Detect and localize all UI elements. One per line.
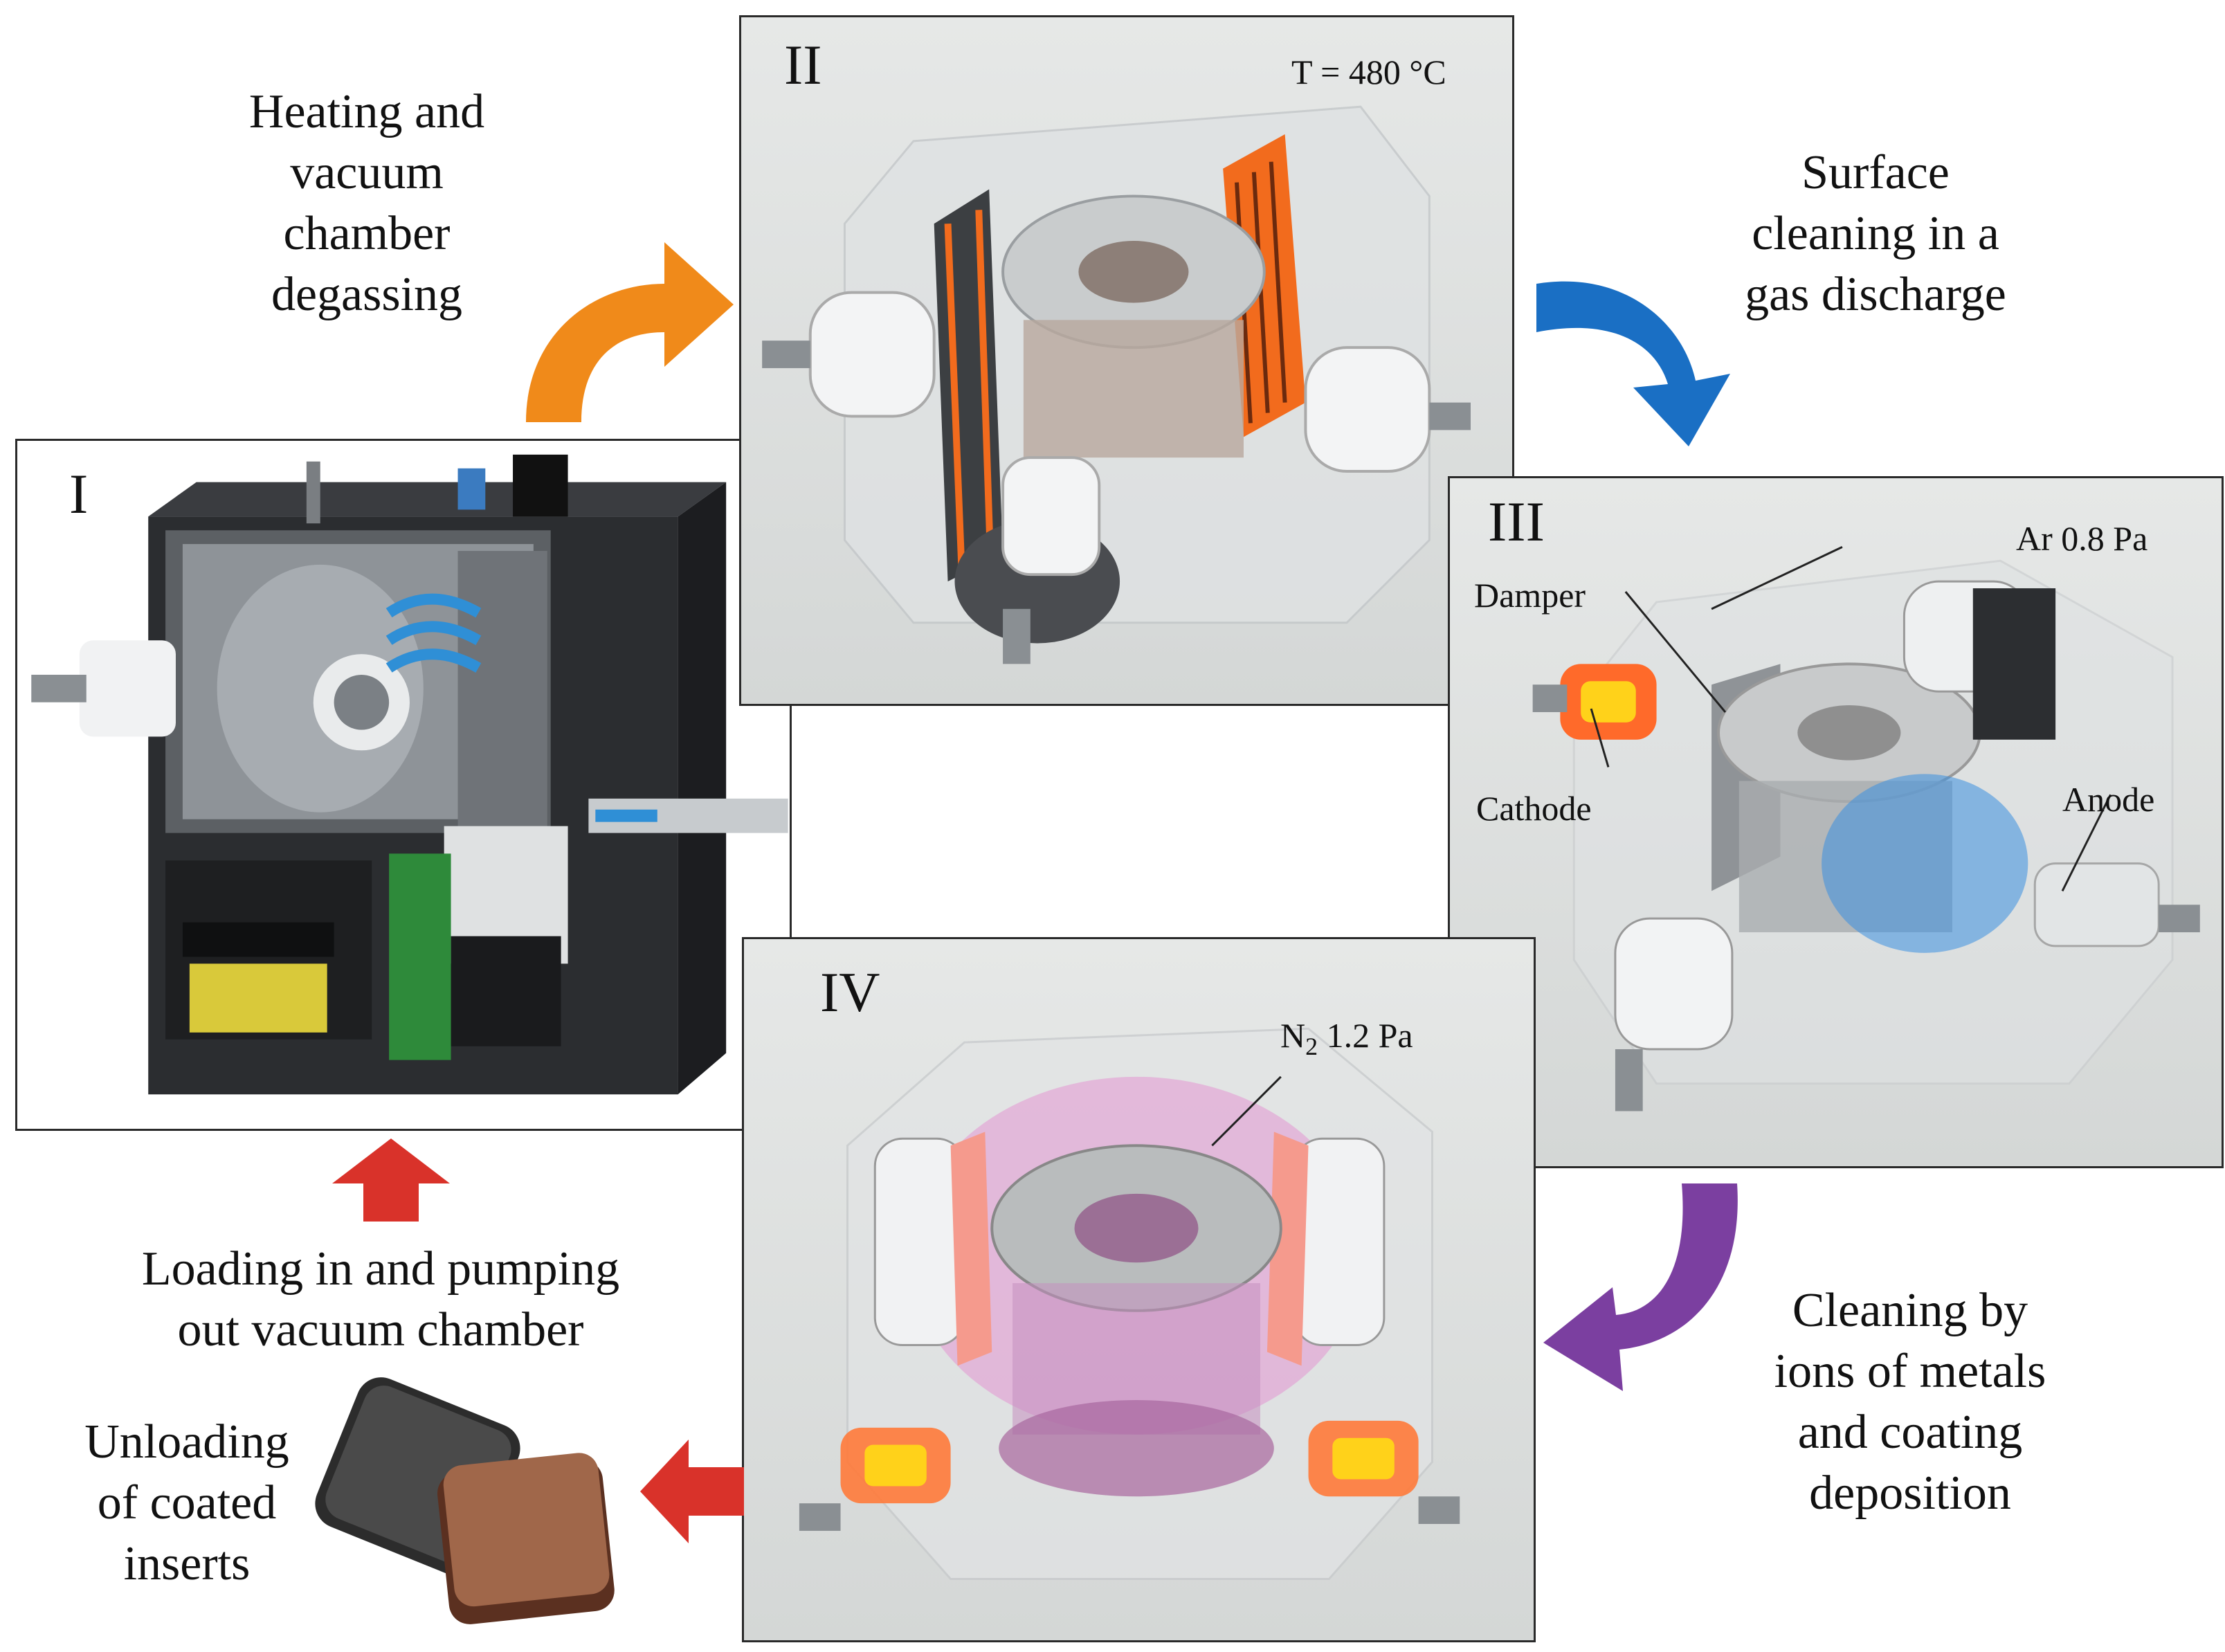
vacuum-unit-illustration	[31, 454, 788, 1095]
arrow-cleaning-deposition	[1529, 1177, 1744, 1398]
cathode-label: Cathode	[1476, 789, 1592, 828]
damper-label: Damper	[1474, 576, 1586, 615]
arrow-heating	[512, 228, 741, 429]
caption-line: Heating and	[248, 85, 485, 138]
arrow-surface-cleaning	[1529, 228, 1737, 450]
nitrogen-symbol: N	[1280, 1016, 1306, 1055]
caption-heating: Heating and vacuum chamber degassing	[215, 82, 519, 325]
stage-numeral: IV	[820, 961, 880, 1024]
caption-unloading: Unloading of coated inserts	[48, 1412, 325, 1595]
gas-discharge-illustration	[1532, 546, 2200, 1111]
caption-line: cleaning in a	[1752, 207, 1999, 260]
temperature-label: T = 480 °C	[1291, 53, 1446, 91]
panel-stage-3: III Ar 0.8 Pa Damper Cathode Anode	[1448, 476, 2224, 1168]
caption-line: out vacuum chamber	[177, 1303, 584, 1356]
caption-line: degassing	[271, 268, 463, 321]
caption-loading: Loading in and pumping out vacuum chambe…	[69, 1239, 692, 1361]
caption-line: of coated	[97, 1476, 277, 1530]
nitrogen-pressure-label: N2 1.2 Pa	[1280, 1015, 1413, 1061]
panel-stage-2: II T = 480 °C	[739, 15, 1514, 706]
panel-stage-1: I	[15, 439, 792, 1131]
heating-chamber-illustration	[762, 105, 1471, 664]
stage-numeral: I	[69, 462, 89, 525]
caption-surface-cleaning: Surface cleaning in a gas discharge	[1682, 143, 2069, 325]
caption-line: Unloading	[84, 1415, 289, 1469]
caption-line: Surface	[1801, 146, 1950, 199]
argon-pressure-label: Ar 0.8 Pa	[2016, 519, 2148, 558]
caption-cleaning-deposition: Cleaning by ions of metals and coating d…	[1702, 1280, 2118, 1524]
caption-line: deposition	[1809, 1467, 2011, 1520]
caption-line: Loading in and pumping	[141, 1242, 620, 1296]
caption-line: inserts	[123, 1537, 251, 1590]
stage-numeral: II	[784, 33, 822, 96]
coating-deposition-illustration	[799, 1027, 1460, 1581]
caption-line: gas discharge	[1745, 268, 2006, 321]
caption-line: chamber	[283, 207, 451, 260]
panel-stage-4: IV N2 1.2 Pa	[742, 937, 1536, 1642]
caption-line: vacuum	[290, 146, 444, 199]
anode-label: Anode	[2062, 780, 2155, 819]
caption-line: Cleaning by	[1792, 1284, 2028, 1337]
nitrogen-subscript: 2	[1305, 1033, 1318, 1060]
nitrogen-pressure: 1.2 Pa	[1318, 1016, 1413, 1055]
arrow-unloading	[640, 1440, 744, 1543]
stage-numeral: III	[1488, 490, 1545, 553]
caption-line: and coating	[1797, 1406, 2023, 1459]
caption-line: ions of metals	[1774, 1345, 2046, 1398]
coated-inserts-illustration	[305, 1377, 637, 1633]
arrow-loading	[332, 1138, 450, 1222]
